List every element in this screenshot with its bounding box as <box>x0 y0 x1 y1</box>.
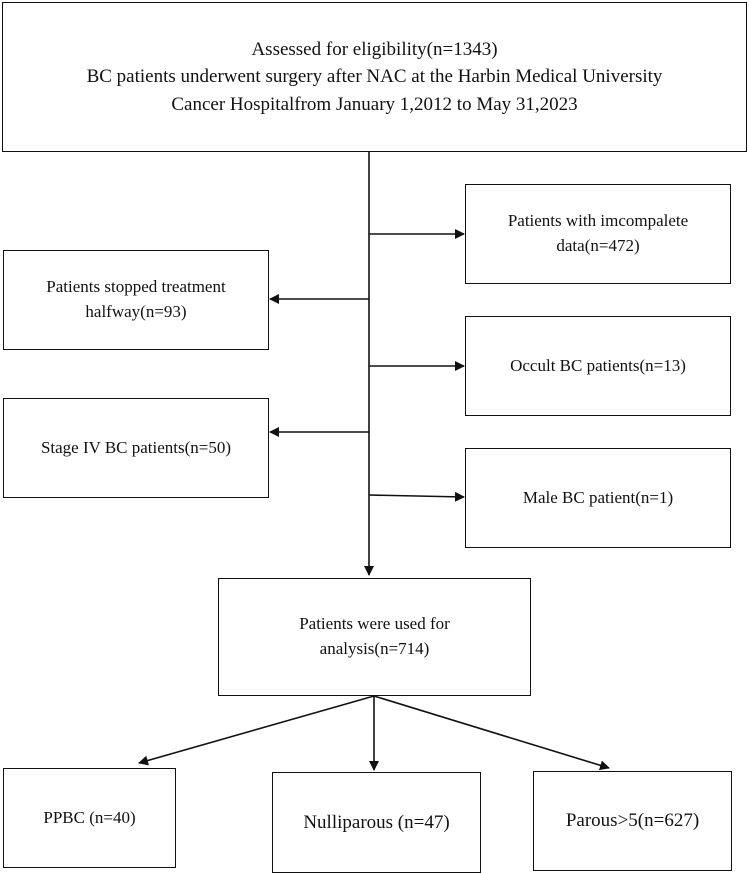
eligibility-box: Assessed for eligibility(n=1343) BC pati… <box>2 2 747 152</box>
incomplete-data-box: Patients with imcompalete data(n=472) <box>465 184 731 284</box>
nulliparous-text: Nulliparous (n=47) <box>303 811 450 833</box>
analysis-box: Patients were used for analysis(n=714) <box>218 578 531 696</box>
parous-text: Parous>5(n=627) <box>565 810 700 832</box>
arrow-to-ppbc <box>138 695 375 766</box>
analysis-line1: Patients were used for <box>299 614 450 634</box>
stopped-treatment-line1: Patients stopped treatment <box>46 277 226 297</box>
stage-iv-text: Stage IV BC patients(n=50) <box>40 437 232 457</box>
eligibility-criteria-text: BC patients underwent surgery after NAC … <box>86 66 663 88</box>
analysis-line2: analysis(n=714) <box>319 639 430 658</box>
eligibility-period-text: Cancer Hospitalfrom January 1,2012 to Ma… <box>171 93 578 115</box>
male-bc-box: Male BC patient(n=1) <box>465 448 731 548</box>
occult-bc-box: Occult BC patients(n=13) <box>465 316 731 416</box>
ppbc-box: PPBC (n=40) <box>3 768 176 868</box>
stopped-treatment-box: Patients stopped treatment halfway(n=93) <box>3 250 269 350</box>
stage-iv-box: Stage IV BC patients(n=50) <box>3 398 269 498</box>
nulliparous-box: Nulliparous (n=47) <box>272 772 481 873</box>
occult-bc-text: Occult BC patients(n=13) <box>510 355 686 375</box>
ppbc-text: PPBC (n=40) <box>43 807 136 827</box>
male-bc-text: Male BC patient(n=1) <box>522 487 674 507</box>
parous-box: Parous>5(n=627) <box>533 771 732 871</box>
arrow-to-male-bc <box>368 491 465 502</box>
stopped-treatment-line2: halfway(n=93) <box>85 302 187 321</box>
incomplete-data-line1: Patients with imcompalete <box>507 211 689 231</box>
arrow-to-parous <box>373 695 610 771</box>
incomplete-data-line2: data(n=472) <box>556 236 640 255</box>
eligibility-count-text: Assessed for eligibility(n=1343) <box>251 38 498 60</box>
